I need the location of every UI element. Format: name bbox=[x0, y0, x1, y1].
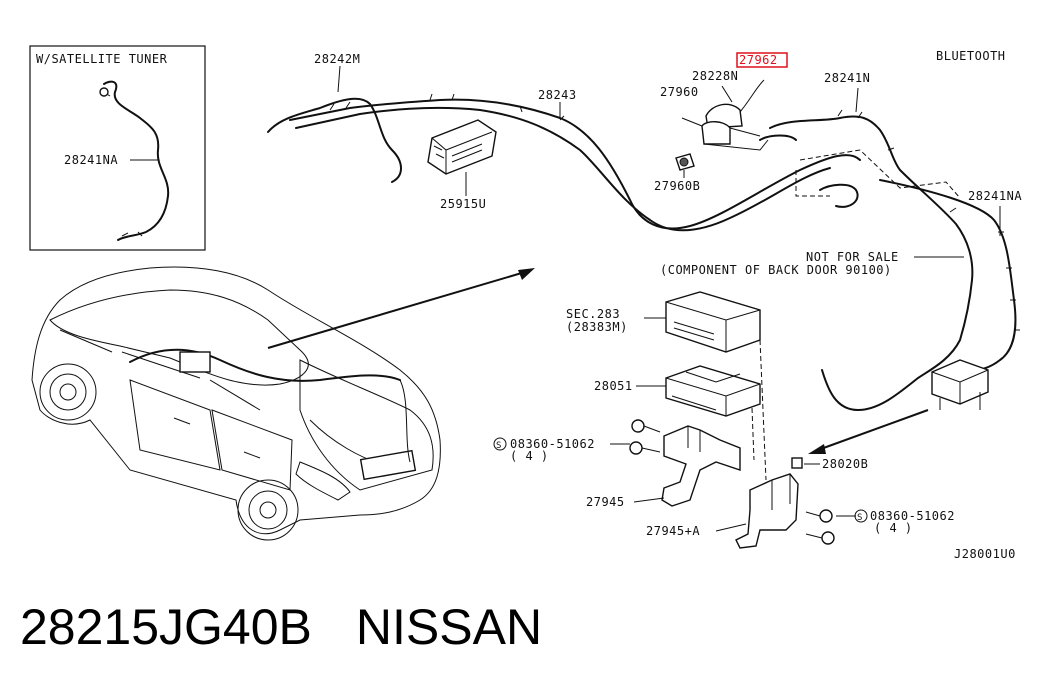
label-27945A: 27945+A bbox=[646, 524, 700, 538]
label-bluetooth: BLUETOOTH bbox=[936, 49, 1006, 63]
main-harness bbox=[267, 87, 1020, 454]
highlight-box-27962 bbox=[736, 52, 788, 68]
antenna-group bbox=[675, 52, 788, 178]
label-28228N: 28228N bbox=[692, 69, 738, 83]
label-27962: 27962 bbox=[739, 53, 778, 67]
label-28051: 28051 bbox=[594, 379, 633, 393]
label-27945: 27945 bbox=[586, 495, 625, 509]
bolt-icon bbox=[629, 419, 835, 545]
part-labels: 28242M 28243 25915U 28228N 27960 27962 2… bbox=[314, 49, 1022, 561]
label-27960: 27960 bbox=[660, 85, 699, 99]
label-bolt-left: 08360-51062 bbox=[510, 437, 595, 451]
footer-brand: NISSAN bbox=[355, 599, 543, 655]
footer-caption: 28215JG40B NISSAN bbox=[20, 598, 542, 662]
vehicle-illustration bbox=[31, 266, 535, 541]
label-bolt-right-qty: ( 4 ) bbox=[874, 521, 913, 535]
label-bolt-right: 08360-51062 bbox=[870, 509, 955, 523]
label-25915U: 25915U bbox=[440, 197, 486, 211]
label-28241N: 28241N bbox=[824, 71, 870, 85]
footer-part-number: 28215JG40B bbox=[20, 599, 312, 655]
label-not-for-sale: NOT FOR SALE bbox=[806, 250, 899, 264]
screw-symbol-left: S bbox=[496, 441, 501, 451]
label-component-note: (COMPONENT OF BACK DOOR 90100) bbox=[660, 263, 892, 277]
label-28241NA: 28241NA bbox=[968, 189, 1022, 203]
label-27960B: 27960B bbox=[654, 179, 700, 193]
label-diagram-code: J28001U0 bbox=[954, 547, 1016, 561]
inset-title: W/SATELLITE TUNER bbox=[36, 52, 168, 66]
label-sec-283-part: (28383M) bbox=[566, 320, 628, 334]
label-28020B: 28020B bbox=[822, 457, 868, 471]
label-28242M: 28242M bbox=[314, 52, 360, 66]
label-28243: 28243 bbox=[538, 88, 577, 102]
label-sec-283: SEC.283 bbox=[566, 307, 620, 321]
satellite-tuner-inset: W/SATELLITE TUNER 28241NA bbox=[29, 45, 206, 251]
inset-part-label: 28241NA bbox=[64, 153, 118, 167]
screw-symbol-right: S bbox=[857, 513, 862, 523]
module-group: S S bbox=[493, 291, 868, 549]
label-bolt-left-qty: ( 4 ) bbox=[510, 449, 549, 463]
